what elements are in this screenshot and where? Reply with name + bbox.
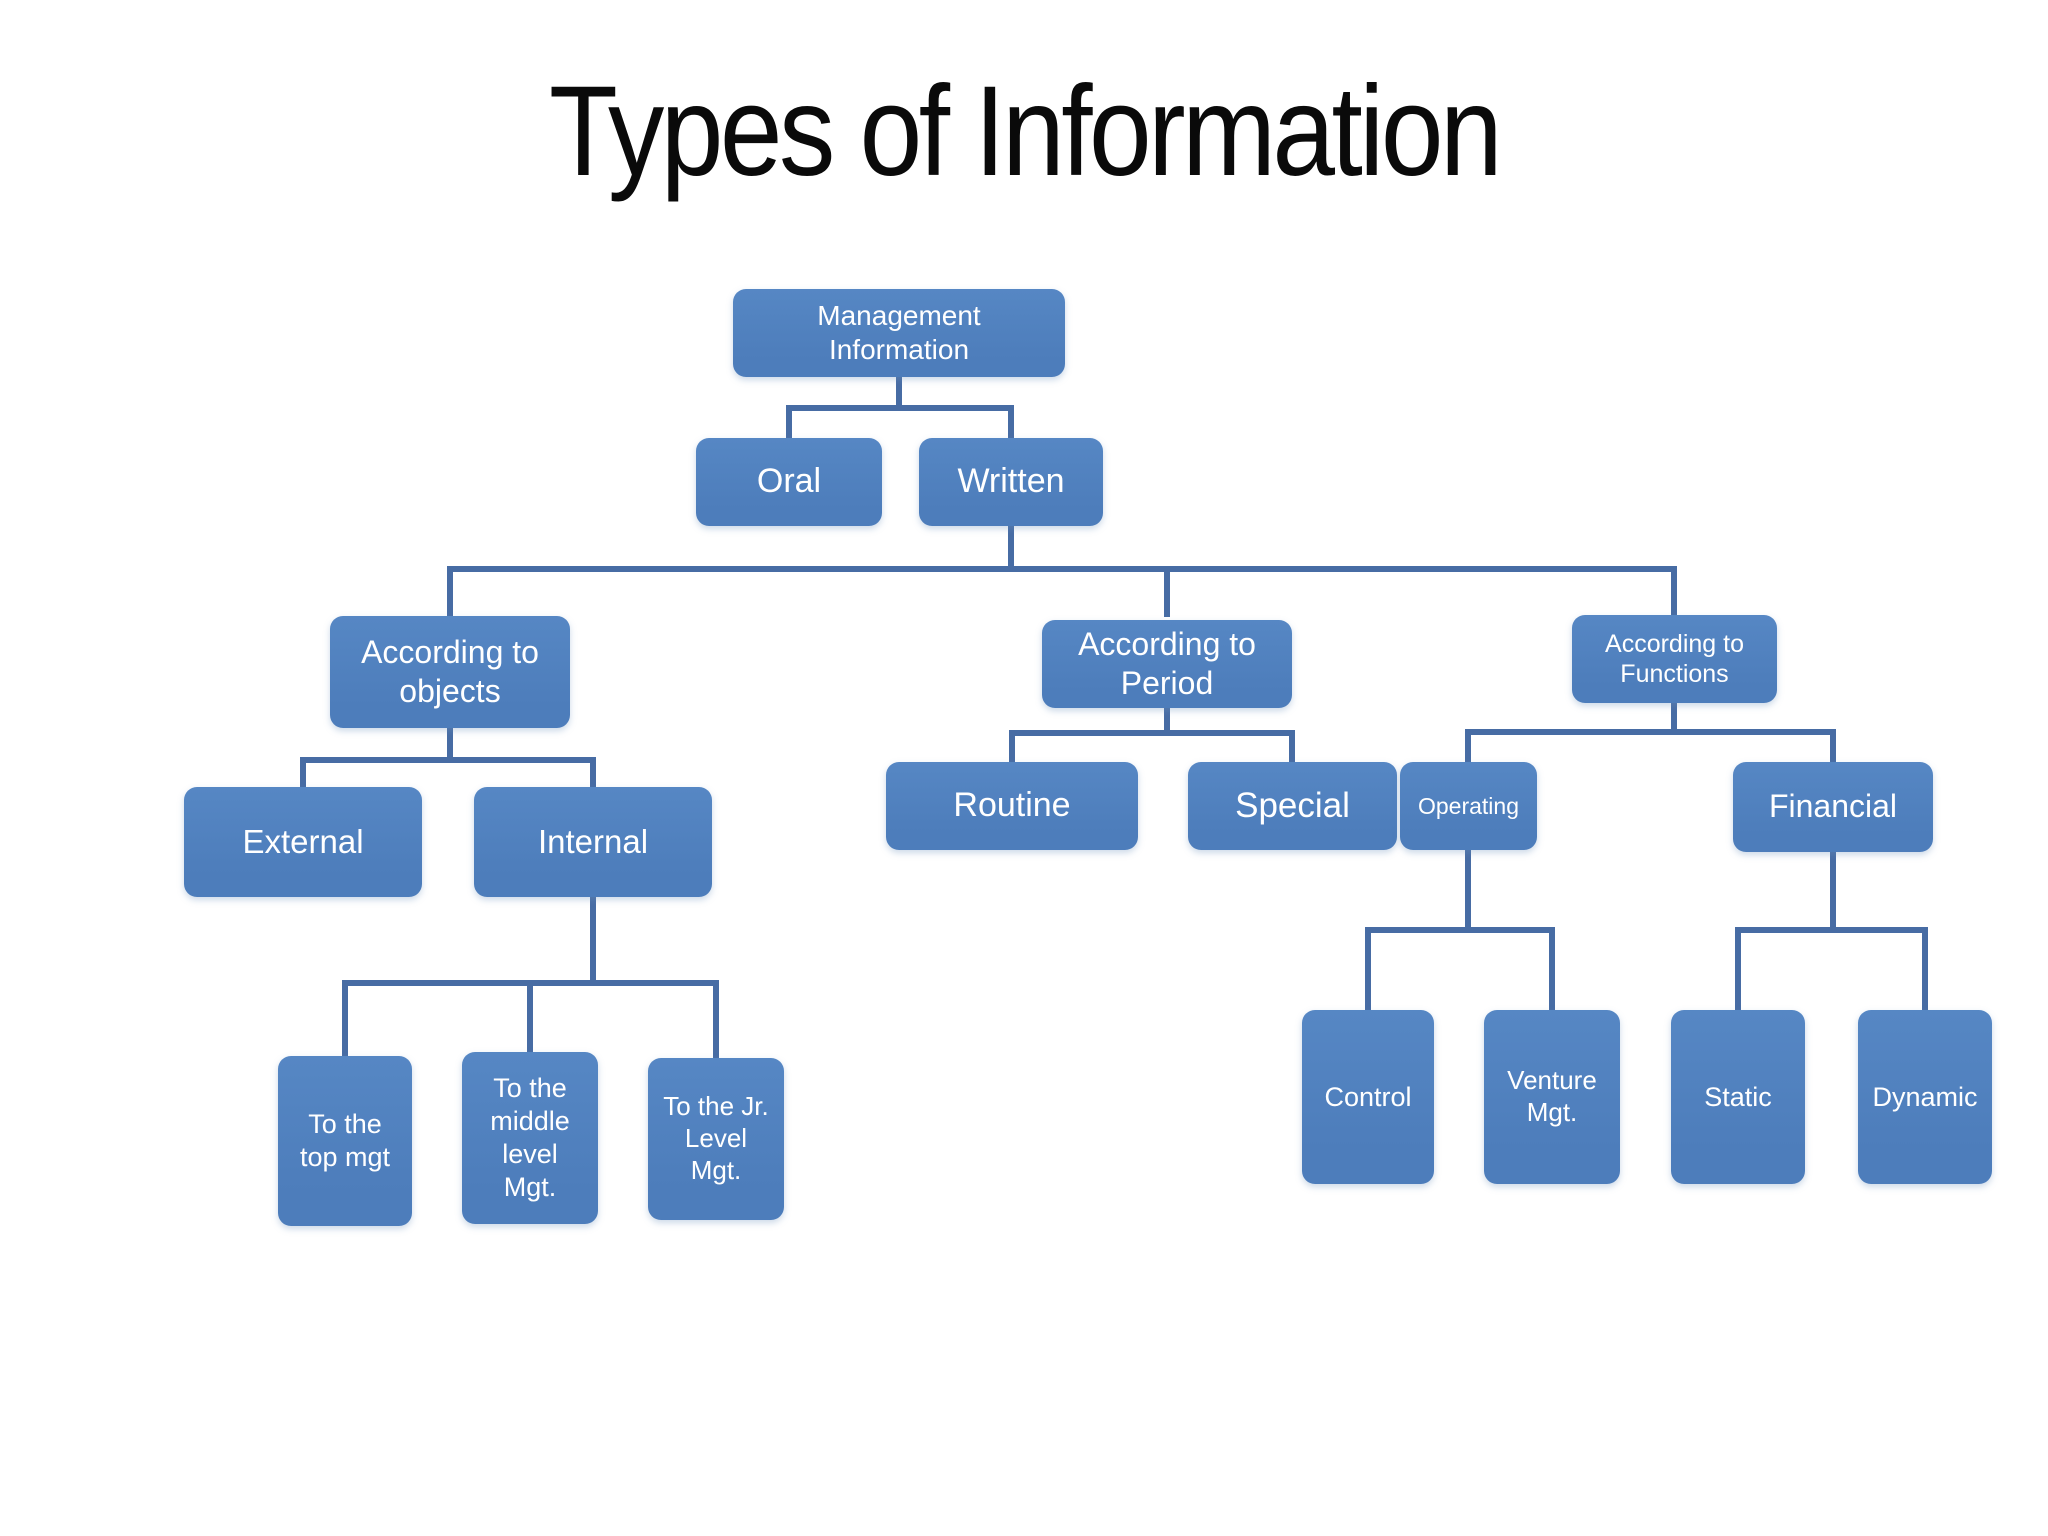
connector-management-to-oral-written bbox=[786, 377, 1014, 438]
node-financial: Financial bbox=[1733, 762, 1933, 852]
node-written: Written bbox=[919, 438, 1103, 526]
node-internal: Internal bbox=[474, 787, 712, 897]
connector-functions-to-operating-financial bbox=[1465, 703, 1836, 762]
connector-operating-to-control-venture bbox=[1365, 850, 1555, 1010]
connector-objects-to-external-internal bbox=[300, 728, 596, 787]
connector-internal-to-mgt-levels bbox=[342, 897, 719, 1058]
node-dynamic: Dynamic bbox=[1858, 1010, 1992, 1184]
node-management-information: Management Information bbox=[733, 289, 1065, 377]
node-static: Static bbox=[1671, 1010, 1805, 1184]
node-oral: Oral bbox=[696, 438, 882, 526]
page-title: Types of Information bbox=[548, 60, 1503, 203]
node-according-to-period: According to Period bbox=[1042, 620, 1292, 708]
node-according-to-functions: According to Functions bbox=[1572, 615, 1777, 703]
node-routine: Routine bbox=[886, 762, 1138, 850]
connector-financial-to-static-dynamic bbox=[1735, 852, 1928, 1010]
node-operating: Operating bbox=[1400, 762, 1537, 850]
node-to-the-jr-level-mgt: To the Jr. Level Mgt. bbox=[648, 1058, 784, 1220]
connector-period-to-routine-special bbox=[1009, 708, 1295, 762]
node-to-the-middle-level-mgt: To the middle level Mgt. bbox=[462, 1052, 598, 1224]
node-external: External bbox=[184, 787, 422, 897]
node-to-the-top-mgt: To the top mgt bbox=[278, 1056, 412, 1226]
connector-written-to-according-row bbox=[447, 526, 1677, 617]
node-special: Special bbox=[1188, 762, 1397, 850]
node-control: Control bbox=[1302, 1010, 1434, 1184]
node-venture-mgt: Venture Mgt. bbox=[1484, 1010, 1620, 1184]
node-according-to-objects: According to objects bbox=[330, 616, 570, 728]
